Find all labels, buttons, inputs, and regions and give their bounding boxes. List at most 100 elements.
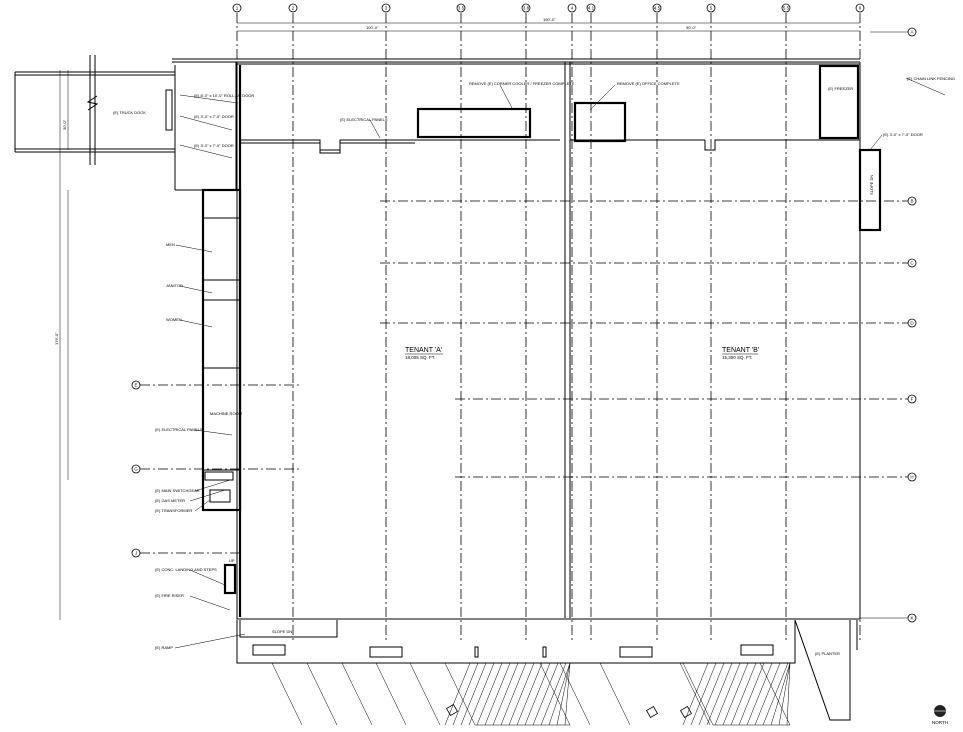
truck-dock: (E) TRUCK DOCK [14, 55, 176, 190]
grid-bubble [907, 258, 917, 268]
ramp-slope-label: SLOPE DN [272, 629, 292, 634]
landing-note: (E) CONC. LANDING AND STEPS [155, 567, 217, 572]
grid-bubble [855, 3, 865, 13]
parking-stripe [559, 662, 591, 726]
grid-label: 3 [385, 6, 388, 11]
grid-label: 4.5 [654, 6, 661, 11]
restroom-annex: MACHINE ROOM [201, 188, 242, 595]
tenant-b-name: TENANT 'B' [722, 347, 759, 354]
electrical-panels-left-note: (E) ELECTRICAL PANELS [155, 427, 203, 432]
hatch [500, 662, 527, 726]
janitor-label: JANITOR [166, 283, 183, 288]
accessible-aisle [682, 662, 791, 726]
grid-label: J [135, 551, 137, 556]
rollup-door-note: (E) 8'-0" x 10'-0" ROLL-UP DOOR [194, 93, 254, 98]
parking-stripe [306, 662, 338, 726]
men-label: MEN [166, 242, 175, 247]
hatch [706, 662, 733, 726]
parking-stripe [599, 662, 631, 726]
hatch [452, 662, 479, 726]
parking-stripe [341, 662, 373, 726]
grid-bubble [907, 613, 917, 623]
grid-bubble [131, 380, 141, 390]
parking-stripes [271, 662, 791, 726]
grid-label: G [134, 467, 138, 472]
grid-label: 5 [710, 6, 713, 11]
dimension-lines: 190'-0" 100'-0" 90'-0" 176'-0" 30'-0" [54, 17, 860, 620]
hatch [722, 662, 749, 726]
hatch [714, 662, 741, 726]
hatch [484, 662, 511, 726]
hatch [524, 662, 551, 726]
grid-bubble [131, 548, 141, 558]
tenant-a-area: 18,005 SQ. FT. [405, 355, 435, 360]
grid-bubble [232, 3, 242, 13]
hatch [786, 662, 791, 726]
hatch [468, 662, 495, 726]
freezer-label: (E) FREEZER [828, 86, 853, 91]
grid-label: 4 [571, 6, 574, 11]
grid-label: 2 [292, 6, 295, 11]
grid-bubble [907, 394, 917, 404]
ramp-note: (E) RAMP [155, 645, 173, 650]
grid-label: D [910, 321, 914, 326]
grid-bubble [652, 3, 662, 13]
hatch [778, 662, 791, 726]
hatch [492, 662, 519, 726]
up-label: UP [229, 558, 235, 563]
grid-bubble [781, 3, 791, 13]
dock-dimension: 30'-0" [62, 119, 67, 130]
hatch [746, 662, 773, 726]
remove-office-note: REMOVE (E) OFFICE COMPLETE [617, 81, 680, 86]
hatch [690, 662, 717, 726]
parking-stripe [409, 662, 441, 726]
hatch [564, 662, 571, 726]
grid-bubble [381, 3, 391, 13]
hatch [738, 662, 765, 726]
tenant-a-name: TENANT 'A' [405, 347, 442, 354]
switchgear-note: (E) MAIN SWITCHGEAR [155, 488, 200, 493]
hatch [682, 662, 709, 726]
hatch [476, 662, 503, 726]
north-label: NORTH [932, 720, 948, 725]
depth-dimension: 176'-0" [54, 332, 59, 345]
hatch [730, 662, 757, 726]
north-arrow: NORTH [932, 705, 948, 725]
hatch [532, 662, 559, 726]
slope-label: SLOPE DN [869, 175, 874, 195]
grid-label: 3.8 [523, 6, 530, 11]
grid-label: 1 [236, 6, 239, 11]
grid-label: B [910, 199, 913, 204]
hatch [516, 662, 543, 726]
grid-bubble [907, 196, 917, 206]
hatch [460, 662, 487, 726]
grid-label: K [910, 616, 913, 621]
grid-label: 5.5 [783, 6, 790, 11]
grid-bubble [131, 464, 141, 474]
parking-stripe [679, 662, 711, 726]
accessible-parking-icon [645, 705, 659, 719]
building-walls: (E) FREEZER SLOPE DN [172, 58, 882, 620]
grid-label: A [910, 30, 913, 35]
accessible-parking-icon [445, 703, 459, 717]
door-note-right: (E) 3'-0" x 7'-0" DOOR [883, 132, 923, 137]
women-label: WOMEN [166, 317, 182, 322]
parking-stripe [375, 662, 407, 726]
fire-riser-note: (E) FIRE RISER [155, 593, 184, 598]
accessible-aisle [444, 662, 571, 726]
hatch [444, 662, 471, 726]
hatch [556, 662, 571, 726]
gas-meter-note: (E) GAS METER [155, 498, 185, 503]
door-note-1: (E) 3'-0" x 7'-0" DOOR [194, 114, 234, 119]
hatch [762, 662, 789, 726]
tenant-a-dimension: 100'-0" [366, 25, 379, 30]
grid-bubble [456, 3, 466, 13]
hatch [540, 662, 567, 726]
grid-label: 3.5 [458, 6, 465, 11]
tenant-b: TENANT 'B' 15,300 SQ. FT. [722, 347, 759, 360]
door-note-2: (E) 3'-0" x 7'-0" DOOR [194, 143, 234, 148]
grid-bubble [907, 27, 917, 37]
grid-label: C [910, 261, 914, 266]
